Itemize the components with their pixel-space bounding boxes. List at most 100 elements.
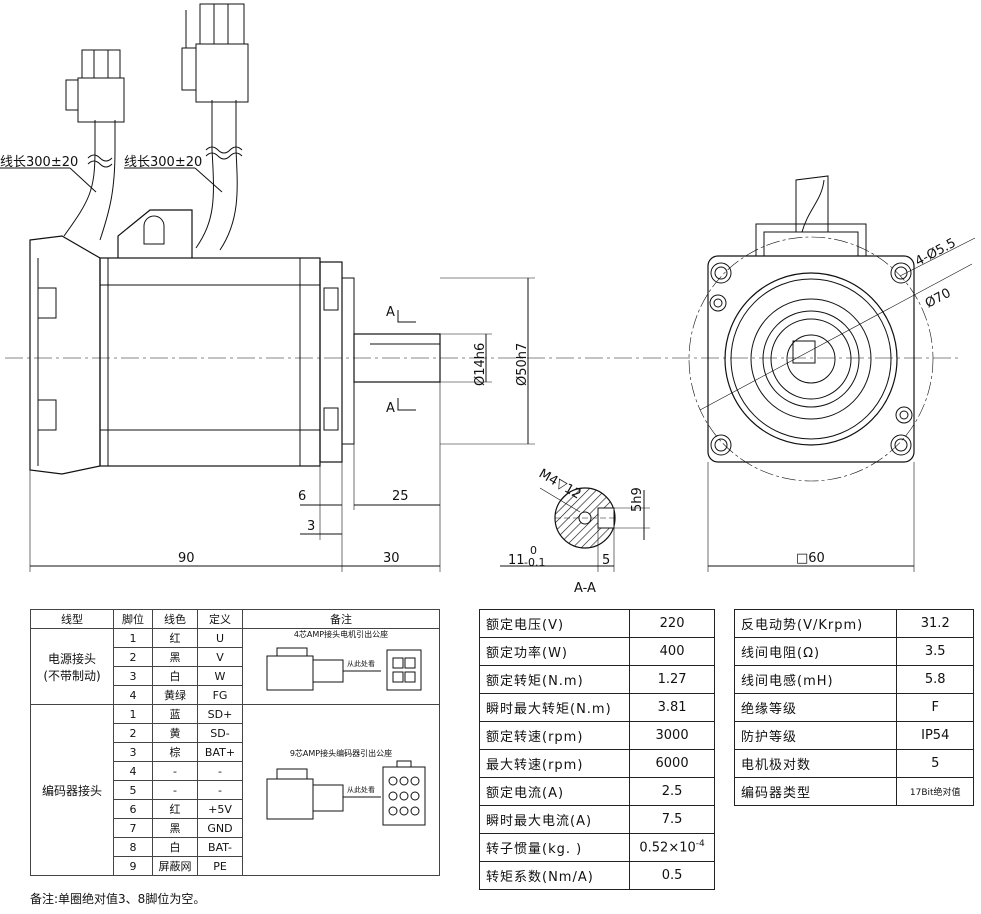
- table-cell: GND: [197, 818, 243, 838]
- spec-value: 2.5: [629, 777, 715, 806]
- spec-value: IP54: [896, 721, 974, 750]
- table-cell: 2: [113, 723, 153, 743]
- inertia-exponent: -4: [695, 839, 705, 850]
- table-cell: 黑: [152, 818, 198, 838]
- table-cell: 红: [152, 799, 198, 819]
- table-cell: 黄: [152, 723, 198, 743]
- header-pin: 脚位: [113, 609, 153, 629]
- spec-table-left: 额定电压(V)220 额定功率(W)400 额定转矩(N.m)1.27 瞬时最大…: [478, 609, 715, 890]
- table-cell: 6: [113, 799, 153, 819]
- spec-key: 额定转矩(N.m): [478, 665, 631, 694]
- spec-value: 400: [629, 637, 715, 666]
- spec-value: 5.8: [896, 665, 974, 694]
- table-cell: 白: [152, 666, 198, 686]
- flange-3-label: 3: [307, 519, 315, 534]
- table-cell: 4: [113, 685, 153, 705]
- tolerance-upper-label: 0: [530, 544, 537, 557]
- table-cell: 2: [113, 647, 153, 667]
- spec-key: 额定电压(V): [478, 609, 631, 638]
- inertia-mantissa: 0.52×10: [639, 840, 696, 856]
- tolerance-lower-label: -0.1: [524, 556, 545, 569]
- table-cell: 屏蔽网: [152, 856, 198, 876]
- table-cell: 白: [152, 837, 198, 857]
- spec-value: 0.5: [629, 861, 715, 890]
- spec-value: 3000: [629, 721, 715, 750]
- view-here-label: 从此处看: [347, 659, 375, 668]
- table-cell: PE: [197, 856, 243, 876]
- table-cell: V: [197, 647, 243, 667]
- spec-key: 瞬时最大电流(A): [478, 805, 631, 834]
- table-cell: 黄绿: [152, 685, 198, 705]
- spec-key: 额定功率(W): [478, 637, 631, 666]
- spec-key: 编码器类型: [733, 777, 898, 806]
- table-cell: SD+: [197, 704, 243, 724]
- encoder-note-text: 9芯AMP接头编码器引出公座: [289, 749, 393, 758]
- table-cell: -: [152, 761, 198, 781]
- wiring-table: 线型 脚位 线色 定义 备注 电源接头 (不带制动) 1 红 U 4芯AMP接头…: [30, 609, 440, 876]
- table-cell: 5: [113, 780, 153, 800]
- spec-value: F: [896, 693, 974, 722]
- spec-key: 最大转速(rpm): [478, 749, 631, 778]
- pilot-diameter-label: Ø50h7: [515, 343, 530, 386]
- table-cell: W: [197, 666, 243, 686]
- encoder-connector-note: 9芯AMP接头编码器引出公座 从此处看: [242, 704, 440, 876]
- table-cell: +5V: [197, 799, 243, 819]
- section-marker-top: A: [386, 305, 395, 320]
- spec-value: 3.5: [896, 637, 974, 666]
- spec-value: 6000: [629, 749, 715, 778]
- power-connector-icon: 从此处看: [266, 647, 422, 691]
- motor-drawing: 线长300±20 线长300±20 Ø14h6 Ø50h7 90 30 25 6…: [0, 3, 976, 596]
- thread-label: M4▽12: [536, 466, 583, 502]
- spec-key: 转子惯量(kg. ): [478, 833, 631, 862]
- key-length-label: 25: [392, 489, 409, 504]
- section-name-label: A-A: [574, 581, 596, 596]
- lead-length-left-label: 线长300±20: [0, 155, 78, 170]
- table-cell: 蓝: [152, 704, 198, 724]
- table-cell: 4: [113, 761, 153, 781]
- encoder-group-label: 编码器接头: [30, 704, 114, 876]
- spec-value: 17Bit绝对值: [896, 777, 974, 806]
- table-cell: 8: [113, 837, 153, 857]
- table-cell: 7: [113, 818, 153, 838]
- section-marker-bottom: A: [386, 401, 395, 416]
- spec-key: 防护等级: [733, 721, 898, 750]
- spec-table-right: 反电动势(V/Krpm)31.2 线间电阻(Ω)3.5 线间电感(mH)5.8 …: [733, 609, 974, 806]
- spec-value: 1.27: [629, 665, 715, 694]
- spec-value: 5: [896, 749, 974, 778]
- table-cell: 红: [152, 628, 198, 648]
- spec-value: 3.81: [629, 693, 715, 722]
- header-definition: 定义: [197, 609, 243, 629]
- table-cell: BAT-: [197, 837, 243, 857]
- tolerance-base-label: 11: [508, 553, 525, 568]
- bolt-circle-label: Ø70: [923, 286, 954, 312]
- spec-key: 额定电流(A): [478, 777, 631, 806]
- power-connector-note: 4芯AMP接头电机引出公座 从此处看: [242, 628, 440, 705]
- spec-value: 7.5: [629, 805, 715, 834]
- encoder-connector-icon: 从此处看: [266, 760, 426, 826]
- table-cell: 9: [113, 856, 153, 876]
- spec-key: 转矩系数(Nm/A): [478, 861, 631, 890]
- key-width-label: 5h9: [630, 487, 645, 512]
- power-group-label: 电源接头 (不带制动): [30, 628, 114, 705]
- mount-hole-label: 4-Ø5.5: [913, 236, 959, 270]
- table-cell: U: [197, 628, 243, 648]
- table-cell: 3: [113, 666, 153, 686]
- spec-key: 线间电阻(Ω): [733, 637, 898, 666]
- table-cell: 黑: [152, 647, 198, 667]
- lead-length-right-label: 线长300±20: [124, 155, 202, 170]
- table-cell: -: [197, 780, 243, 800]
- table-cell: -: [197, 761, 243, 781]
- table-cell: 1: [113, 704, 153, 724]
- shaft-length-label: 30: [383, 551, 400, 566]
- spec-key: 反电动势(V/Krpm): [733, 609, 898, 638]
- header-wire-type: 线型: [30, 609, 114, 629]
- header-color: 线色: [152, 609, 198, 629]
- header-remark: 备注: [242, 609, 440, 629]
- table-cell: 3: [113, 742, 153, 762]
- table-cell: 棕: [152, 742, 198, 762]
- table-cell: FG: [197, 685, 243, 705]
- flange-6-label: 6: [298, 489, 306, 504]
- key-depth-label: 5: [602, 553, 610, 568]
- body-length-label: 90: [178, 551, 195, 566]
- table-cell: BAT+: [197, 742, 243, 762]
